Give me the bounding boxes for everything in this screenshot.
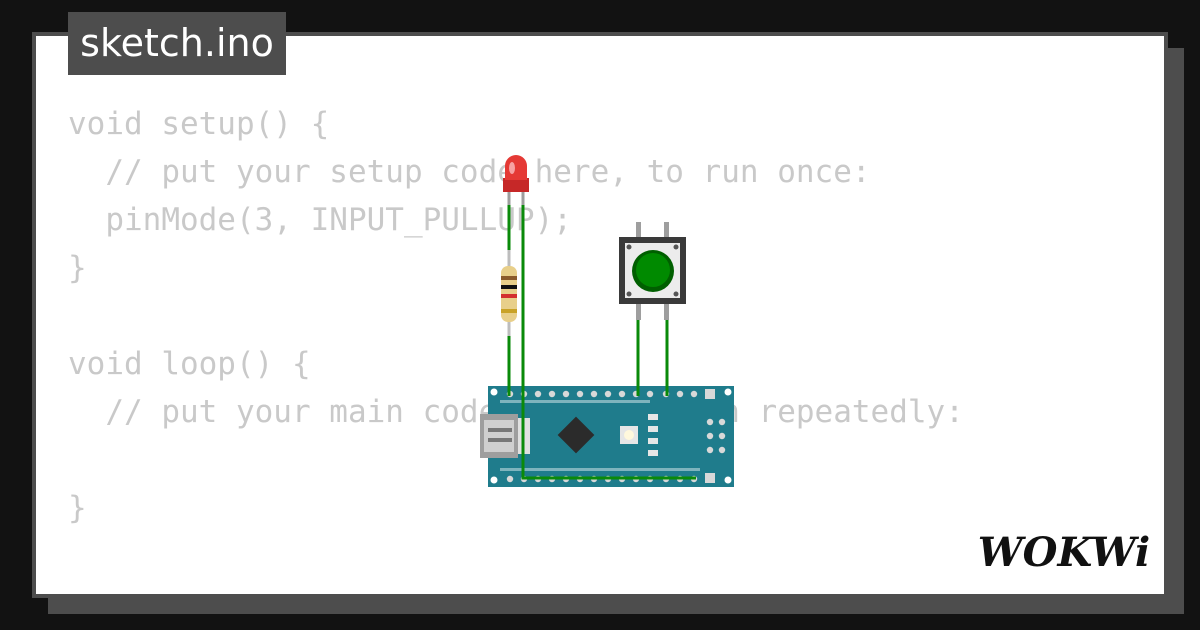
code-line: // put your setup code here, to run once… <box>68 154 871 190</box>
led-icon[interactable] <box>503 155 529 205</box>
code-line: } <box>68 490 87 526</box>
wires <box>507 202 696 480</box>
file-tab[interactable]: sketch.ino <box>68 12 286 75</box>
logo-text: WOKWi <box>978 529 1150 576</box>
arduino-nano-icon[interactable] <box>480 386 734 487</box>
code-line: void setup() { <box>68 106 330 142</box>
wire-led-to-gnd <box>521 202 696 480</box>
resistor-icon[interactable] <box>501 202 517 340</box>
code-line: } <box>68 250 87 286</box>
pushbutton-icon[interactable] <box>619 222 686 320</box>
code-line: void loop() { <box>68 346 311 382</box>
code-line: pinMode(3, INPUT_PULLUP); <box>68 202 572 238</box>
wokwi-logo: WOKWi <box>978 529 1150 576</box>
card <box>32 32 1168 598</box>
